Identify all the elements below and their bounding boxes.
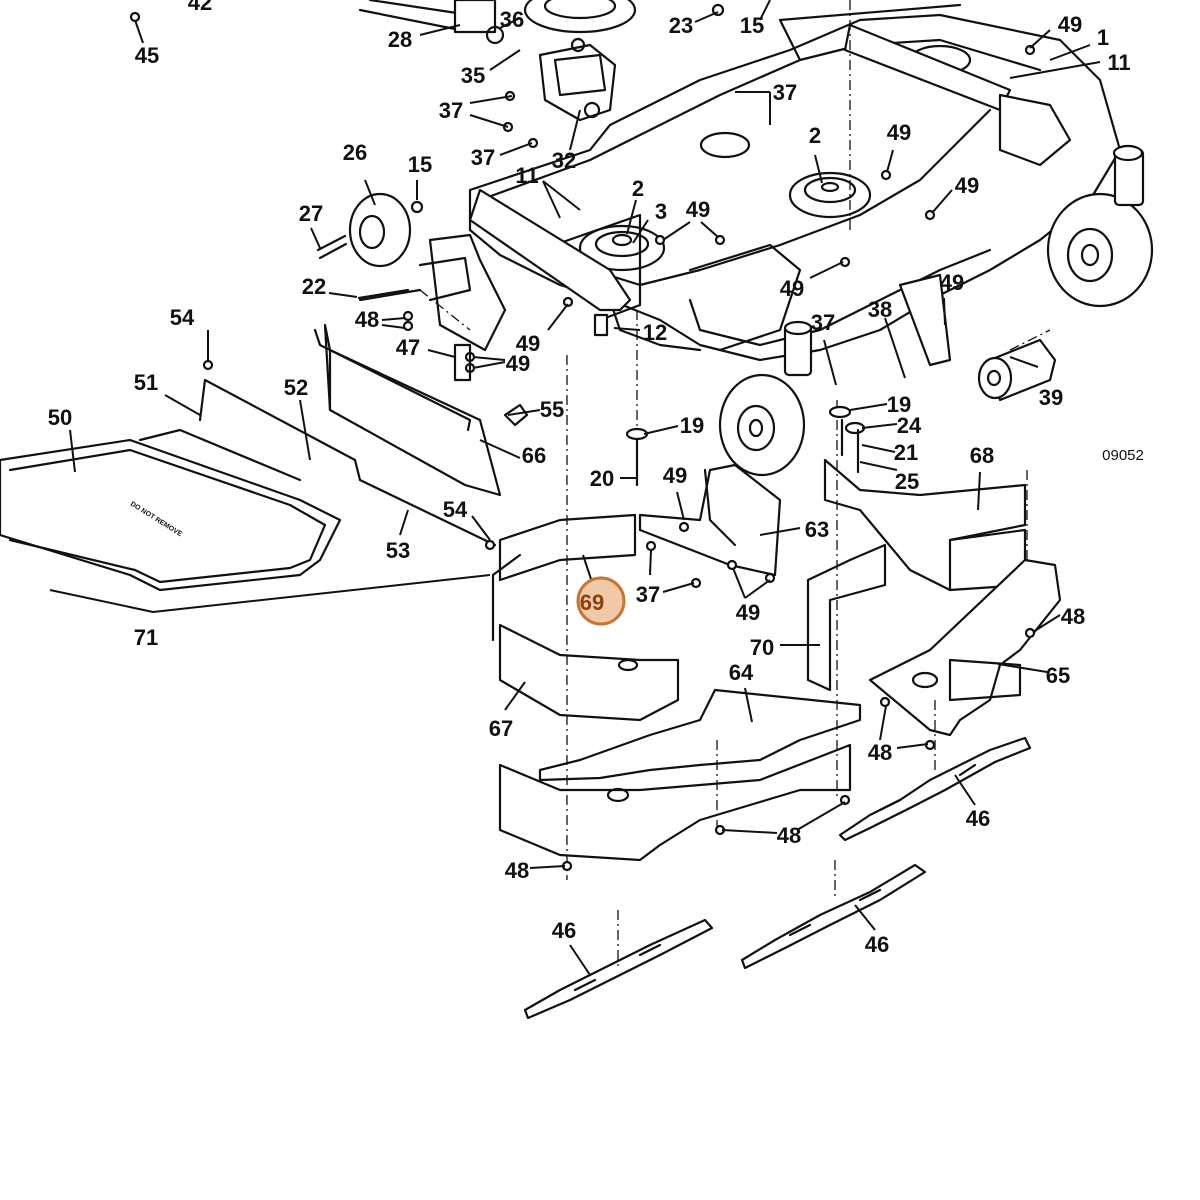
callout-label: 49 xyxy=(736,600,760,625)
callout-label: 11 xyxy=(515,163,538,188)
callout-label: 48 xyxy=(868,740,892,765)
callout-label: 27 xyxy=(299,201,323,226)
callout-label: 39 xyxy=(1039,385,1063,410)
discharge-chute xyxy=(313,323,502,497)
callout-label: 48 xyxy=(355,307,379,332)
right-baffle xyxy=(806,458,1027,692)
callout-label: 45 xyxy=(135,43,159,68)
callout-label: 55 xyxy=(540,397,564,422)
callout-label: 65 xyxy=(1046,663,1070,688)
callout-label: 49 xyxy=(516,331,540,356)
callout-label: 54 xyxy=(170,305,195,330)
callout-label: 28 xyxy=(388,27,412,52)
callout-label: 3 xyxy=(655,199,667,224)
callout-label: 70 xyxy=(750,635,774,660)
callout-label: 68 xyxy=(970,443,994,468)
callout-label: 47 xyxy=(396,335,420,360)
callout-label: 37 xyxy=(471,145,495,170)
callout-label: 50 xyxy=(48,405,72,430)
callout-label: 37 xyxy=(811,310,835,335)
callout-label: 51 xyxy=(134,370,158,395)
callout-label: 35 xyxy=(461,63,485,88)
callout-label: 19 xyxy=(887,392,911,417)
lower-baffle xyxy=(498,743,852,862)
callout-label: 19 xyxy=(680,413,704,438)
callout-label: 38 xyxy=(868,297,892,322)
side-bracket xyxy=(418,233,507,352)
callout-label: 49 xyxy=(887,120,911,145)
callout-label: 23 xyxy=(669,13,693,38)
callout-label: 48 xyxy=(1061,604,1085,629)
callout-label: 63 xyxy=(805,517,829,542)
baffle-bracket xyxy=(638,463,782,577)
callout-label: 66 xyxy=(522,443,546,468)
callout-label: 37 xyxy=(439,98,463,123)
anti-scalp-roller xyxy=(898,273,1057,402)
callout-label: 2 xyxy=(632,176,644,201)
callout-label: 49 xyxy=(1058,12,1082,37)
callout-labels: 42 45 28 36 35 37 37 32 23 15 37 49 1 11… xyxy=(48,0,1131,957)
diagram-reference-code: 09052 xyxy=(1102,447,1144,464)
callout-label: 37 xyxy=(773,80,797,105)
leader-lines xyxy=(49,0,1101,976)
rear-baffle xyxy=(498,623,680,722)
callout-label: 22 xyxy=(302,274,326,299)
callout-label: 49 xyxy=(663,463,687,488)
callout-label: 46 xyxy=(865,932,889,957)
blade-upper-right xyxy=(838,736,1032,842)
callout-label: 67 xyxy=(489,716,513,741)
callout-label: 64 xyxy=(729,660,754,685)
callout-label: 32 xyxy=(552,148,576,173)
callout-label: 54 xyxy=(443,497,468,522)
callout-label: 49 xyxy=(780,276,804,301)
centerlines xyxy=(419,0,1051,970)
blade-lower-left xyxy=(523,918,714,1020)
callout-label: 49 xyxy=(686,197,710,222)
right-caster-wheel xyxy=(1046,144,1154,308)
callout-label: 37 xyxy=(636,582,660,607)
highlight-marker[interactable] xyxy=(576,576,626,626)
callout-label: 71 xyxy=(134,625,158,650)
mulch-plate: DO NOT REMOVE xyxy=(0,378,497,592)
callout-label: 49 xyxy=(940,270,964,295)
highlight-callout[interactable]: 69 xyxy=(576,576,626,626)
callout-label: 20 xyxy=(590,466,614,491)
callout-label: 15 xyxy=(740,13,764,38)
callout-label: 25 xyxy=(895,469,919,494)
callout-label: 49 xyxy=(506,351,530,376)
callout-label: 46 xyxy=(552,918,576,943)
callout-label: 21 xyxy=(894,440,918,465)
callout-label: 52 xyxy=(284,375,308,400)
callout-label: 36 xyxy=(500,7,524,32)
blade-lower-right xyxy=(740,863,927,970)
callout-label: 11 xyxy=(1107,50,1130,75)
callout-label: 48 xyxy=(505,858,529,883)
under-deck-plate xyxy=(538,558,1062,782)
callout-label: 48 xyxy=(777,823,801,848)
callout-label: 46 xyxy=(966,806,990,831)
highlight-label[interactable]: 69 xyxy=(580,590,604,615)
gearbox-assembly xyxy=(358,0,617,122)
callout-label: 2 xyxy=(809,123,821,148)
callout-label: 1 xyxy=(1097,25,1109,50)
callout-label: 26 xyxy=(343,140,367,165)
front-caster-wheel xyxy=(718,320,813,477)
callout-label: 15 xyxy=(408,152,432,177)
left-gauge-wheel xyxy=(316,192,422,302)
callout-label: 42 xyxy=(188,0,212,15)
callout-label: 53 xyxy=(386,538,410,563)
callout-label: 12 xyxy=(643,320,667,345)
callout-label: 49 xyxy=(955,173,979,198)
callout-label: 24 xyxy=(897,413,922,438)
left-baffle xyxy=(491,513,637,642)
